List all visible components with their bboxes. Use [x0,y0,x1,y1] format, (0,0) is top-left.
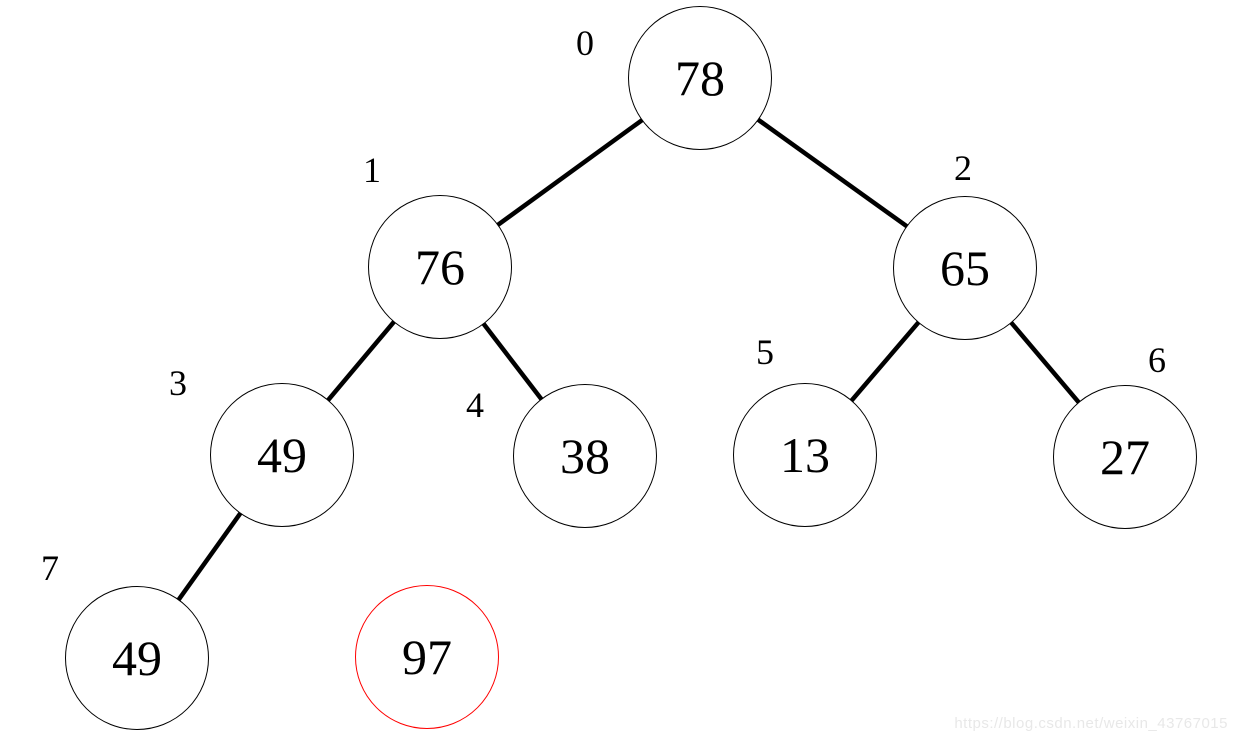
tree-node-2: 65 [893,196,1037,340]
tree-node-7-value: 49 [112,630,162,686]
tree-node-4-value: 38 [560,428,610,484]
node-index-label-2: 2 [954,148,972,188]
detached-node-97: 97 [355,585,499,729]
tree-node-5-value: 13 [780,427,830,483]
watermark-text: https://blog.csdn.net/weixin_43767015 [954,715,1228,732]
tree-node-4: 38 [513,384,657,528]
node-index-label-3: 3 [169,363,187,403]
tree-node-1-value: 76 [415,239,465,295]
tree-node-0: 78 [628,6,772,150]
node-index-label-6: 6 [1148,340,1166,380]
node-index-label-0: 0 [576,23,594,63]
tree-node-6: 27 [1053,385,1197,529]
node-index-label-4: 4 [466,385,484,425]
tree-node-6-value: 27 [1100,429,1150,485]
node-index-label-1: 1 [363,150,381,190]
tree-node-5: 13 [733,383,877,527]
node-index-label-7: 7 [41,548,59,588]
tree-node-3: 49 [210,383,354,527]
tree-node-0-value: 78 [675,50,725,106]
detached-node-97-value: 97 [402,629,452,685]
tree-node-2-value: 65 [940,240,990,296]
tree-node-7: 49 [65,586,209,730]
node-index-label-5: 5 [756,332,774,372]
tree-node-1: 76 [368,195,512,339]
tree-node-3-value: 49 [257,427,307,483]
